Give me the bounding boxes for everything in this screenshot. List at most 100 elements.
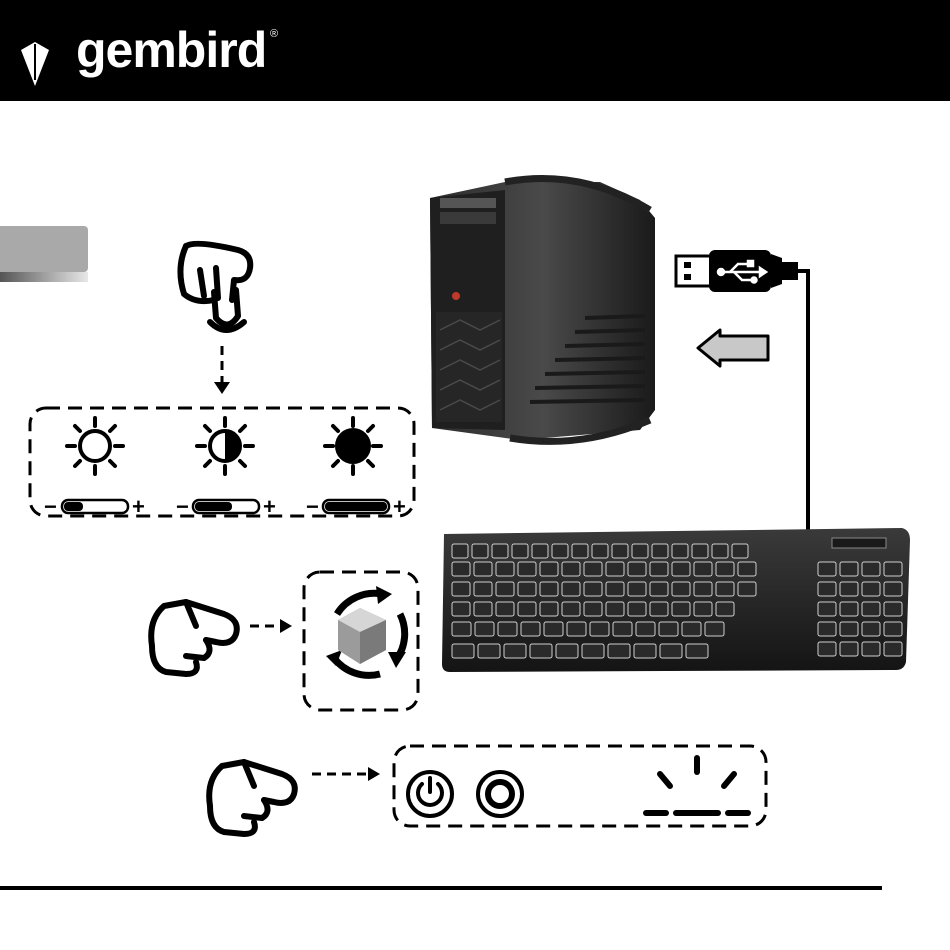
numpad-key bbox=[840, 602, 858, 616]
keyboard-key bbox=[540, 602, 558, 616]
keyboard-key bbox=[692, 544, 708, 558]
keyboard-key bbox=[672, 602, 690, 616]
keyboard-key bbox=[540, 582, 558, 596]
usb-cable bbox=[798, 271, 808, 530]
numpad-key bbox=[884, 622, 902, 636]
keyboard-key bbox=[544, 622, 563, 636]
pointing-hand-icon bbox=[209, 762, 295, 834]
keyboard-key bbox=[652, 544, 668, 558]
sun-half-icon bbox=[197, 418, 253, 474]
keyboard-key bbox=[474, 582, 492, 596]
level-fill-high bbox=[325, 502, 387, 511]
keyboard-key bbox=[716, 582, 734, 596]
keyboard-key bbox=[606, 562, 624, 576]
keyboard-key bbox=[628, 562, 646, 576]
keyboard-key bbox=[552, 544, 568, 558]
plus-sign: + bbox=[263, 494, 276, 519]
keyboard-key bbox=[584, 562, 602, 576]
keyboard-key bbox=[659, 622, 678, 636]
level-fill-mid bbox=[195, 502, 232, 511]
keyboard-key bbox=[686, 644, 708, 658]
numpad-key bbox=[818, 622, 836, 636]
keyboard-key bbox=[540, 562, 558, 576]
keyboard-key bbox=[650, 582, 668, 596]
connect-arrow bbox=[698, 330, 768, 366]
keyboard-key bbox=[738, 562, 756, 576]
finger-press-icon bbox=[180, 244, 250, 330]
keyboard-key bbox=[672, 562, 690, 576]
keyboard-image bbox=[442, 528, 910, 672]
keyboard-key bbox=[504, 644, 526, 658]
keyboard-key bbox=[694, 582, 712, 596]
numpad-key bbox=[818, 642, 836, 656]
keyboard-key bbox=[738, 582, 756, 596]
keyboard-key bbox=[496, 602, 514, 616]
numpad-key bbox=[884, 642, 902, 656]
numpad-key bbox=[818, 582, 836, 596]
keyboard-key bbox=[705, 622, 724, 636]
keyboard-key bbox=[472, 544, 488, 558]
keyboard-key bbox=[632, 544, 648, 558]
minus-sign: − bbox=[44, 494, 57, 519]
keyboard-key bbox=[650, 602, 668, 616]
numpad-key bbox=[862, 622, 880, 636]
keyboard-key bbox=[556, 644, 578, 658]
keyboard-key bbox=[475, 622, 494, 636]
keyboard-key bbox=[712, 544, 728, 558]
numpad-key bbox=[818, 602, 836, 616]
keyboard-key bbox=[694, 602, 712, 616]
keyboard-key bbox=[672, 544, 688, 558]
sun-outline-icon bbox=[67, 418, 123, 474]
keyboard-key bbox=[660, 644, 682, 658]
plus-sign: + bbox=[393, 494, 406, 519]
keyboard-key bbox=[592, 544, 608, 558]
keyboard-key bbox=[732, 544, 748, 558]
keyboard-key bbox=[512, 544, 528, 558]
keyboard-key bbox=[716, 602, 734, 616]
numpad-key bbox=[840, 622, 858, 636]
keyboard-key bbox=[606, 582, 624, 596]
keyboard-key bbox=[452, 582, 470, 596]
keyboard-key bbox=[518, 582, 536, 596]
keyboard-key bbox=[613, 622, 632, 636]
sun-filled-icon bbox=[325, 418, 381, 474]
keyboard-key bbox=[496, 582, 514, 596]
keyboard-key bbox=[492, 544, 508, 558]
keyboard-key bbox=[572, 544, 588, 558]
keyboard-key bbox=[518, 602, 536, 616]
keyboard-key bbox=[562, 602, 580, 616]
minus-sign: − bbox=[306, 494, 319, 519]
keyboard-key bbox=[452, 602, 470, 616]
keyboard-key bbox=[498, 622, 517, 636]
keyboard-key bbox=[452, 562, 470, 576]
keyboard-key bbox=[474, 562, 492, 576]
keyboard-key bbox=[521, 622, 540, 636]
keyboard-key bbox=[694, 562, 712, 576]
keyboard-key bbox=[628, 602, 646, 616]
keyboard-key bbox=[606, 602, 624, 616]
level-fill-low bbox=[64, 502, 83, 511]
keyboard-key bbox=[636, 622, 655, 636]
keyboard-key bbox=[452, 622, 471, 636]
keyboard-key bbox=[682, 622, 701, 636]
keyboard-key bbox=[672, 582, 690, 596]
power-icon bbox=[408, 772, 452, 816]
numpad-key bbox=[840, 562, 858, 576]
keyboard-key bbox=[452, 544, 468, 558]
numpad-key bbox=[862, 642, 880, 656]
minus-sign: − bbox=[176, 494, 189, 519]
light-burst-icon bbox=[646, 758, 748, 813]
plus-sign: + bbox=[132, 494, 145, 519]
keyboard-key bbox=[612, 544, 628, 558]
ring-icon bbox=[478, 772, 522, 816]
numpad-key bbox=[862, 582, 880, 596]
keyboard-key bbox=[518, 562, 536, 576]
keyboard-key bbox=[496, 562, 514, 576]
keyboard-key bbox=[452, 644, 474, 658]
keyboard-key bbox=[562, 582, 580, 596]
keyboard-key bbox=[530, 644, 552, 658]
footer-rule bbox=[0, 886, 882, 890]
numpad-key bbox=[862, 602, 880, 616]
numpad-key bbox=[884, 582, 902, 596]
